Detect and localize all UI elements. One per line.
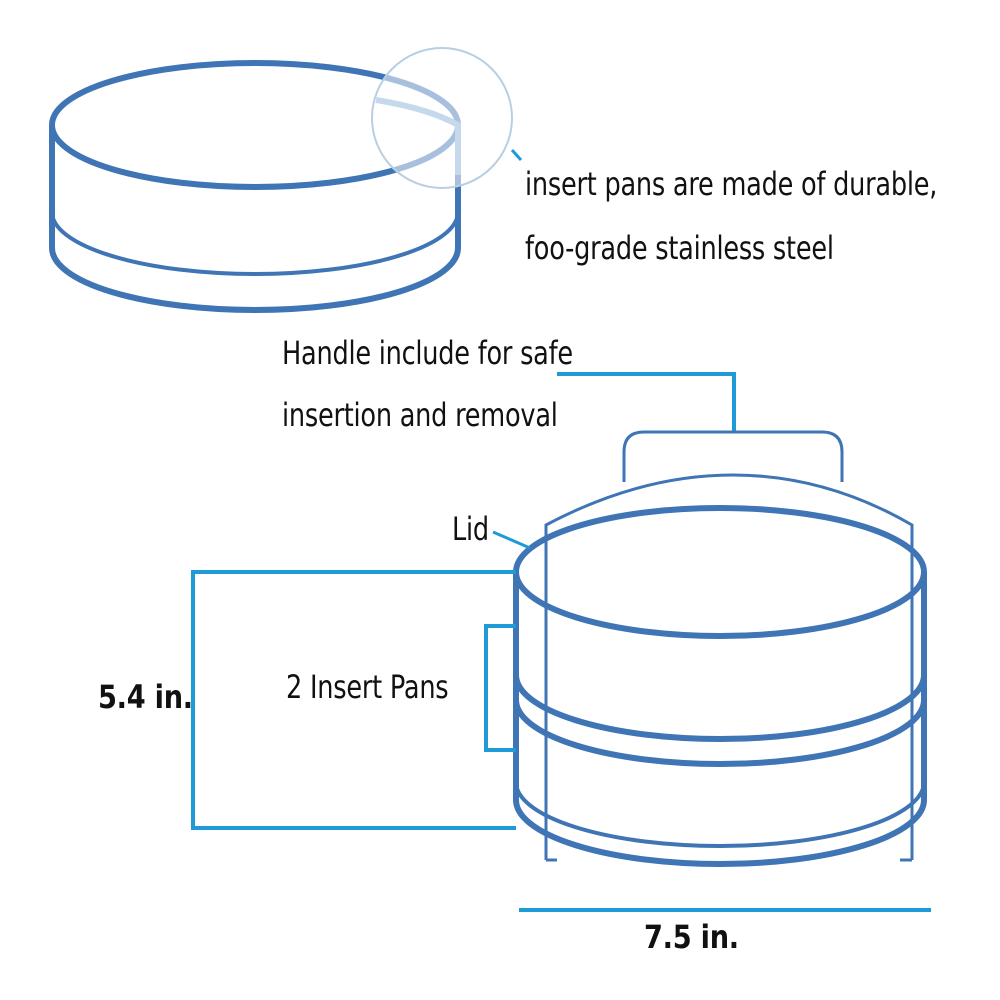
lid-leader bbox=[492, 530, 531, 550]
stack-body bbox=[513, 572, 927, 867]
lid-rim bbox=[513, 505, 927, 639]
carrier-arch bbox=[544, 473, 914, 860]
pan-body bbox=[49, 125, 461, 313]
height-dimension bbox=[191, 570, 516, 830]
handle-leader bbox=[557, 372, 736, 432]
handle-callout-line-2: insertion and removal bbox=[282, 396, 558, 434]
material-callout-line-2: foo-grade stainless steel bbox=[525, 229, 834, 267]
bottom-band bbox=[514, 781, 926, 848]
magnifier-lens bbox=[371, 47, 513, 189]
pan-divider-lower bbox=[513, 699, 927, 767]
insert-pans-label: 2 Insert Pans bbox=[286, 668, 449, 706]
insert-pans-bracket bbox=[484, 624, 516, 752]
width-label: 7.5 in. bbox=[644, 918, 739, 956]
material-callout-line-1: insert pans are made of durable, bbox=[525, 165, 938, 203]
height-label: 5.4 in. bbox=[98, 678, 193, 716]
pan-band bbox=[50, 211, 460, 276]
carrier-handle bbox=[622, 430, 844, 482]
handle-callout-line-1: Handle include for safe bbox=[282, 334, 573, 372]
material-callout: insert pans are made of durable, foo-gra… bbox=[525, 152, 937, 280]
handle-callout: Handle include for safe insertion and re… bbox=[282, 322, 573, 446]
lid-label: Lid bbox=[452, 510, 489, 548]
carrier-frame bbox=[544, 430, 914, 862]
material-leader bbox=[510, 148, 523, 162]
pan-divider-upper bbox=[513, 674, 927, 742]
stacked-insert-pans bbox=[513, 505, 927, 867]
